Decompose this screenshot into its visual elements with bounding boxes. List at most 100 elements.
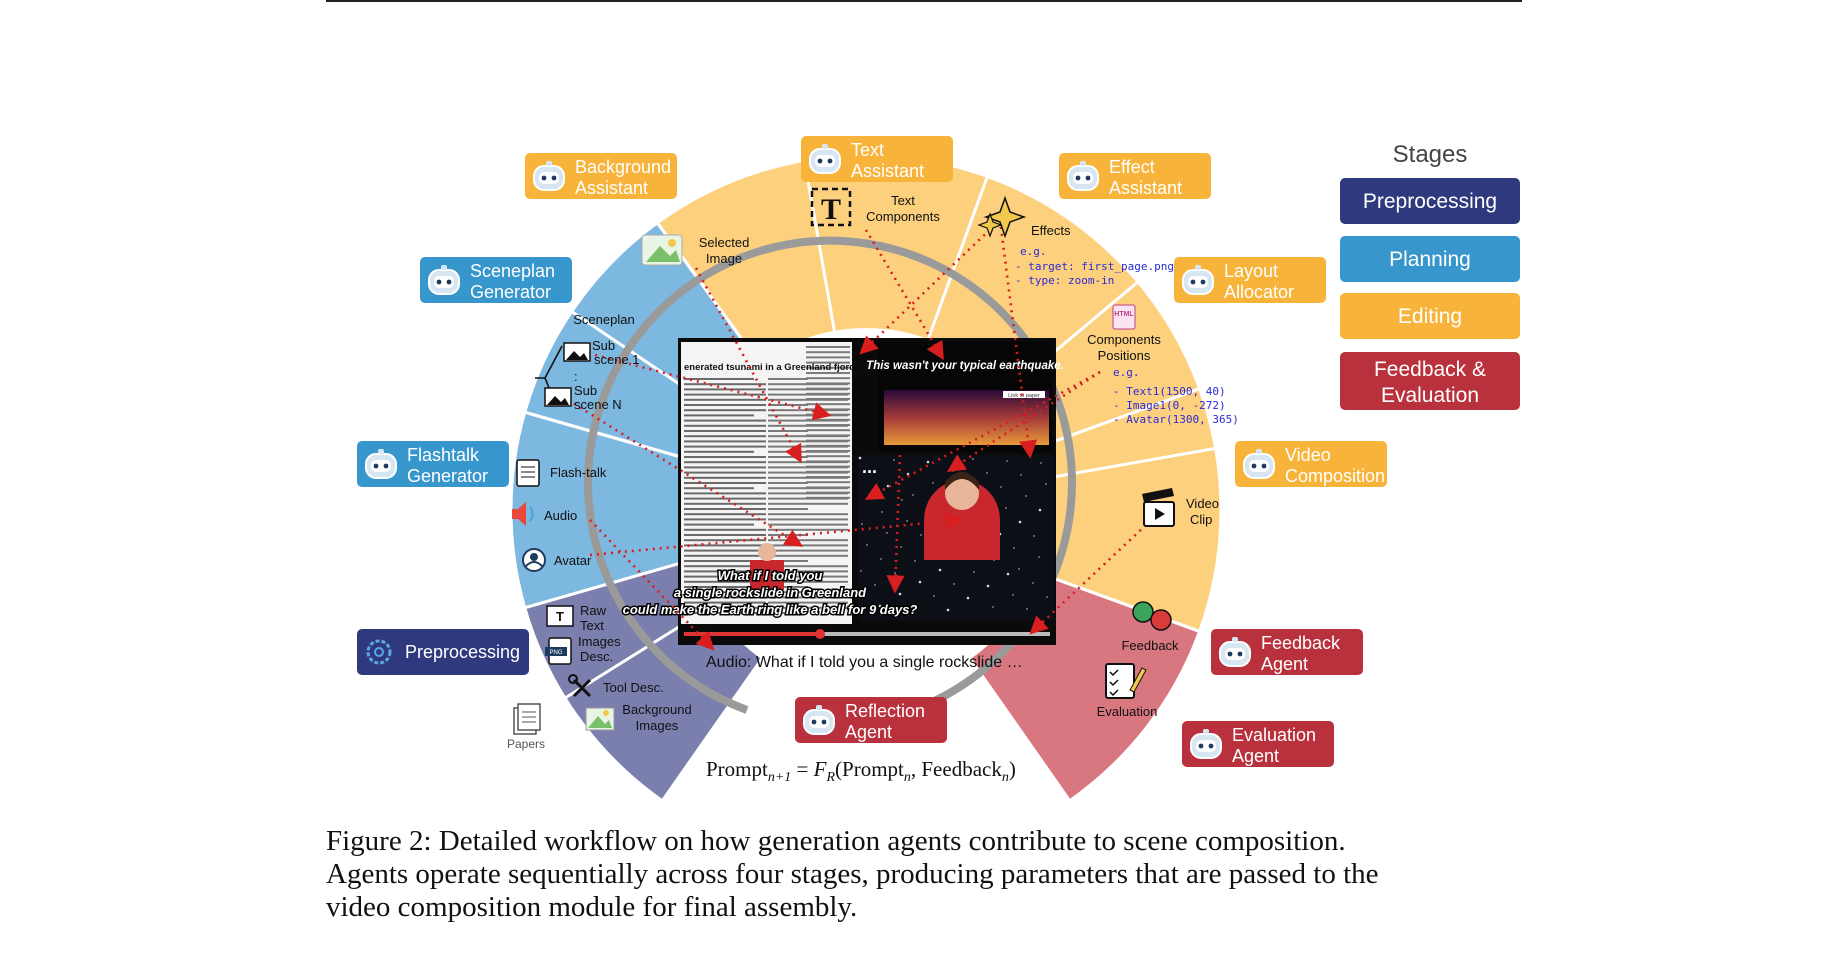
- svg-text:Feedback: Feedback: [1261, 633, 1341, 653]
- legend-item-3: Feedback & Evaluation: [1340, 352, 1520, 410]
- image-icon: [585, 707, 615, 731]
- audio-caption: Audio: What if I told you a single rocks…: [706, 654, 1023, 671]
- subtitle: What if I told you a single rockslide in…: [621, 567, 919, 619]
- svg-text:Allocator: Allocator: [1224, 282, 1294, 302]
- image-icon: [563, 342, 591, 362]
- svg-text:Preprocessing: Preprocessing: [1363, 190, 1497, 213]
- svg-text:Generator: Generator: [470, 282, 551, 302]
- png-icon: PNG: [545, 637, 572, 665]
- ellipsis: ...: [862, 457, 877, 477]
- svg-text:Planning: Planning: [1389, 248, 1471, 271]
- agent-preprocessing: Preprocessing: [357, 629, 529, 675]
- flash-talk-label: Flash-talk: [550, 465, 607, 480]
- cp-avatar: - Avatar(1300, 365): [1113, 413, 1239, 426]
- progress-fill: [684, 632, 820, 636]
- text-icon: T: [546, 605, 574, 627]
- scene-dots: :: [574, 369, 578, 384]
- legend-item-2: Editing: [1340, 293, 1520, 339]
- cp-eg: e.g.: [1113, 366, 1140, 379]
- checklist-icon: [1105, 663, 1147, 699]
- svg-text:T: T: [821, 193, 841, 226]
- progress-track: [684, 632, 1050, 636]
- legend-item-0: Preprocessing: [1340, 178, 1520, 224]
- evaluation-label: Evaluation: [1097, 704, 1158, 719]
- svg-text:What if I told you: What if I told you: [718, 568, 823, 583]
- caption-line-1: Figure 2: Detailed workflow on how gener…: [326, 825, 1346, 857]
- svg-text:Evaluation: Evaluation: [1232, 725, 1316, 745]
- svg-text:Composition: Composition: [1285, 466, 1385, 486]
- cp-image: - Image1(0, -272): [1113, 399, 1226, 412]
- svg-text:Text: Text: [851, 140, 884, 160]
- effects-type: - type: zoom-in: [1015, 274, 1114, 287]
- tools-icon: [568, 674, 592, 698]
- caption-line-2: Agents operate sequentially across four …: [326, 858, 1379, 890]
- svg-text:enerated tsunami in a Greenlan: enerated tsunami in a Greenland fjord r …: [684, 362, 894, 373]
- clapperboard-icon: [1142, 488, 1175, 527]
- svg-text:Layout: Layout: [1224, 261, 1278, 281]
- avatar-label: Avatar: [554, 553, 592, 568]
- image-icon: [641, 234, 683, 266]
- spectrogram: [884, 390, 1049, 445]
- svg-text:Agent: Agent: [1232, 746, 1279, 766]
- svg-text:Agent: Agent: [1261, 654, 1308, 674]
- chat-icon: [1132, 601, 1172, 631]
- video-caption: This wasn't your typical earthquake.: [866, 360, 1064, 372]
- caption-line-3: video composition module for final assem…: [326, 891, 858, 923]
- svg-text:Background: Background: [575, 157, 671, 177]
- svg-text:a single rockslide in Greenlan: a single rockslide in Greenland: [674, 585, 867, 600]
- paper-title: enerated tsunami in a Greenland fjord r …: [684, 362, 894, 373]
- stages-legend: Stages PreprocessingPlanningEditingFeedb…: [1340, 141, 1520, 410]
- scene-brace: [535, 345, 563, 396]
- effects-eg: e.g.: [1020, 245, 1047, 258]
- svg-text:Effect: Effect: [1109, 157, 1155, 177]
- top-rule: [326, 0, 1522, 2]
- svg-text:Assistant: Assistant: [851, 161, 924, 181]
- svg-text:Sceneplan: Sceneplan: [470, 261, 555, 281]
- svg-text:T: T: [556, 609, 564, 624]
- svg-text:HTML: HTML: [1114, 311, 1134, 318]
- effects-label: Effects: [1031, 223, 1071, 238]
- svg-text:Assistant: Assistant: [1109, 178, 1182, 198]
- text-icon: T: [810, 187, 852, 227]
- svg-text:could make the Earth ring like: could make the Earth ring like a bell fo…: [623, 602, 918, 617]
- gear-icon: [366, 639, 392, 665]
- html-icon: HTML: [1112, 304, 1136, 330]
- sceneplan-label: Sceneplan: [573, 312, 634, 327]
- svg-text:Video: Video: [1285, 445, 1331, 465]
- svg-text:Flashtalk: Flashtalk: [407, 445, 480, 465]
- legend-item-1: Planning: [1340, 236, 1520, 282]
- tool-desc-label: Tool Desc.: [603, 680, 664, 695]
- image-icon: [544, 387, 572, 407]
- svg-text:Agent: Agent: [845, 722, 892, 742]
- svg-text:Assistant: Assistant: [575, 178, 648, 198]
- effects-target: - target: first_page.png: [1015, 260, 1174, 273]
- speaker-icon: [512, 502, 534, 526]
- svg-text:PNG: PNG: [549, 650, 562, 656]
- svg-text:Preprocessing: Preprocessing: [405, 642, 520, 662]
- reflection-formula: Promptn+1 = FR(Promptn, Feedbackn): [706, 757, 1016, 786]
- svg-text:Evaluation: Evaluation: [1381, 384, 1479, 407]
- cp-text: - Text1(1500, 40): [1113, 385, 1226, 398]
- svg-text:Reflection: Reflection: [845, 701, 925, 721]
- data-flow-arrows: [567, 219, 1147, 651]
- svg-text:Feedback &: Feedback &: [1374, 358, 1486, 381]
- legend-title: Stages: [1393, 141, 1468, 168]
- svg-text:Generator: Generator: [407, 466, 488, 486]
- figure-caption: Figure 2: Detailed workflow on how gener…: [326, 825, 1526, 924]
- slide-link: Link to paper: [1008, 393, 1040, 399]
